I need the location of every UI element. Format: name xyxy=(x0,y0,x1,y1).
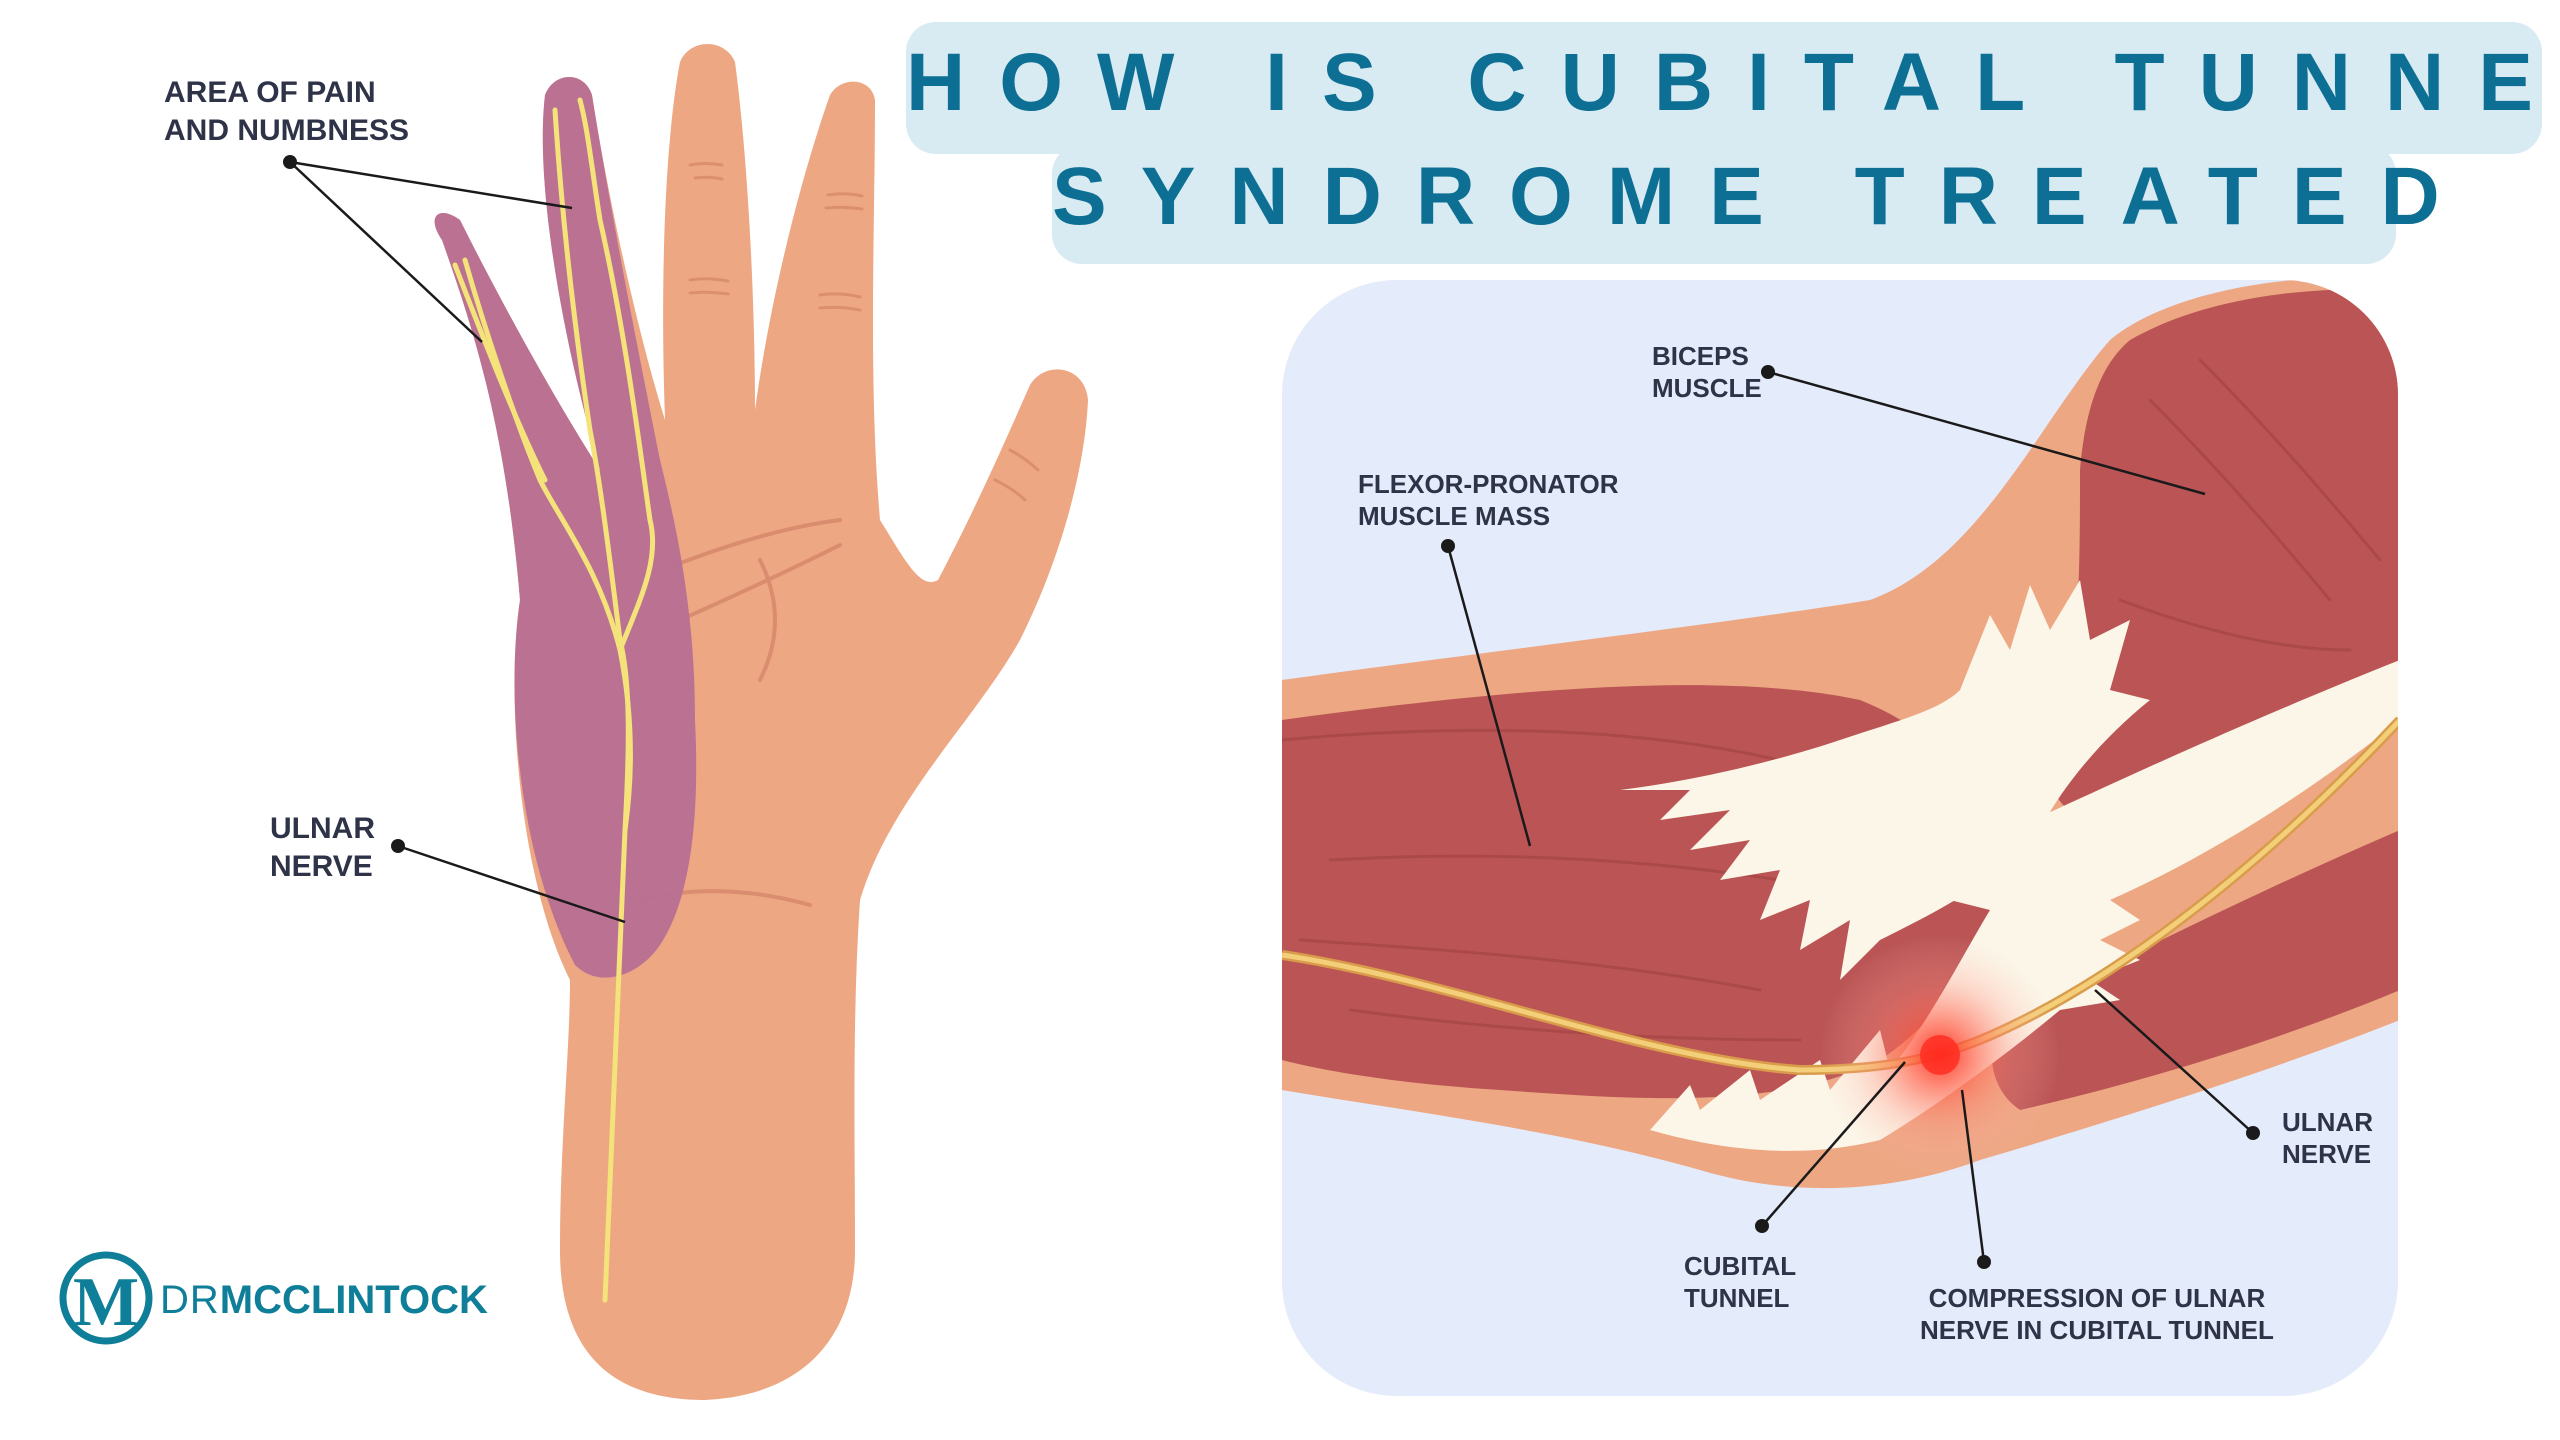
logo-wordmark: DRMCCLINTOCK xyxy=(160,1278,488,1323)
title-banner-top: HOW IS CUBITAL TUNNEL xyxy=(906,22,2560,154)
label-cubital-tunnel: CUBITAL TUNNEL xyxy=(1684,1251,1797,1313)
biceps-muscle xyxy=(2050,289,2398,820)
label-elbow-ulnar-nerve: ULNAR NERVE xyxy=(2282,1107,2373,1169)
label-biceps-muscle: BICEPS MUSCLE xyxy=(1652,341,1762,403)
tendon-upper xyxy=(1620,580,2150,980)
elbow-illustration xyxy=(1282,280,2398,1189)
hand-illustration xyxy=(434,44,1088,1400)
logo-mark: M xyxy=(59,1251,153,1345)
label-area-of-pain: AREA OF PAIN AND NUMBNESS xyxy=(164,76,410,147)
title-line-1: HOW IS CUBITAL TUNNEL xyxy=(906,37,2560,128)
label-compression: COMPRESSION OF ULNAR NERVE IN CUBITAL TU… xyxy=(1920,1283,2274,1345)
title-line-2: SYNDROME TREATED xyxy=(1052,151,2474,242)
hand-ulnar-nerve xyxy=(452,97,656,1303)
lower-muscle xyxy=(1991,830,2398,1110)
title-banner-bottom: SYNDROME TREATED xyxy=(1052,144,2474,264)
label-flexor-pronator: FLEXOR-PRONATOR MUSCLE MASS xyxy=(1358,469,1619,531)
logo-prefix: DR xyxy=(160,1278,220,1322)
logo-name: MCCLINTOCK xyxy=(219,1278,488,1322)
tendon-lower xyxy=(1650,660,2398,1151)
svg-text:M: M xyxy=(73,1264,139,1341)
label-hand-ulnar-nerve: ULNAR NERVE xyxy=(270,812,375,883)
